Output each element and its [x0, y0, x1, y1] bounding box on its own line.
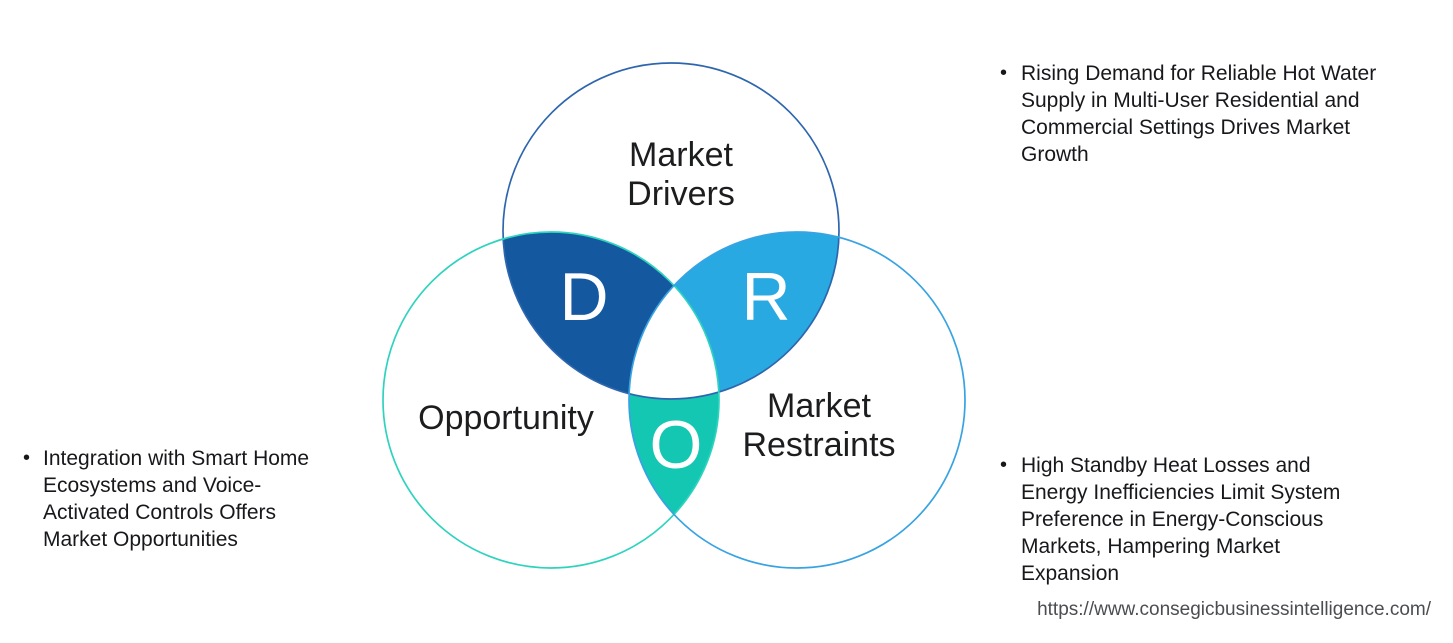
- letter-r: R: [741, 259, 791, 335]
- region-d-drivers-opportunity: [503, 232, 719, 399]
- drivers-circle-label: Market Drivers: [627, 136, 735, 213]
- bullet-icon: •: [1000, 454, 1008, 476]
- driver-bullet-item: • Rising Demand for Reliable Hot Water S…: [1000, 60, 1440, 168]
- letter-d: D: [559, 259, 609, 335]
- region-r-drivers-restraints: [629, 232, 839, 399]
- opportunity-circle-outline: [382, 231, 720, 569]
- bullet-icon: •: [23, 447, 31, 469]
- drivers-circle-outline: [502, 62, 840, 400]
- opportunity-bullet-text: Integration with Smart Home Ecosystems a…: [43, 447, 310, 551]
- source-url: https://www.consegicbusinessintelligence…: [1037, 599, 1431, 620]
- opportunity-bullet-item: • Integration with Smart Home Ecosystems…: [23, 445, 363, 553]
- restraint-bullet-item: • High Standby Heat Losses and Energy In…: [1000, 452, 1440, 587]
- letter-o: O: [649, 407, 703, 483]
- opportunity-circle-label: Opportunity: [418, 399, 594, 437]
- restraints-circle-outline: [628, 231, 966, 569]
- restraint-bullet-text: High Standby Heat Losses and Energy Inef…: [1021, 454, 1341, 585]
- restraints-circle-label: Market Restraints: [742, 387, 896, 464]
- driver-bullet-text: Rising Demand for Reliable Hot Water Sup…: [1021, 62, 1377, 166]
- bullet-icon: •: [1000, 62, 1008, 84]
